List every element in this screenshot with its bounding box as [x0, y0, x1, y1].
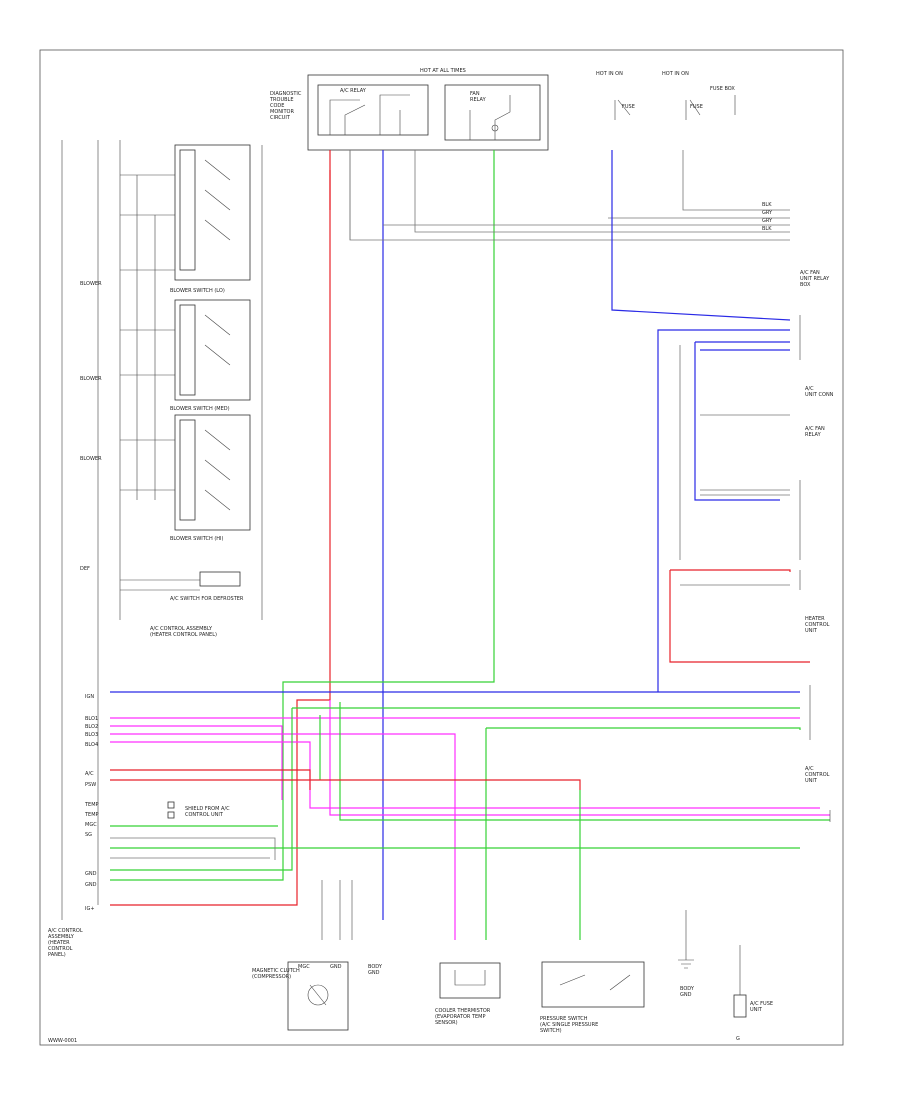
- svg-text:A/C FUSE: A/C FUSE: [750, 1001, 773, 1007]
- svg-text:CONTROL: CONTROL: [48, 946, 73, 952]
- svg-text:PRESSURE SWITCH: PRESSURE SWITCH: [540, 1016, 588, 1022]
- diode-part: A/C FUSE UNIT G: [733, 945, 773, 1042]
- svg-text:FAN: FAN: [470, 91, 480, 97]
- svg-text:A/C FAN: A/C FAN: [800, 270, 820, 276]
- svg-text:SWITCH): SWITCH): [540, 1028, 562, 1034]
- svg-text:A/C SWITCH FOR DEFROSTER: A/C SWITCH FOR DEFROSTER: [170, 596, 244, 602]
- svg-text:TEMP: TEMP: [84, 812, 99, 818]
- right-labels: BLK GRY GRY BLK A/C FAN UNIT RELAY BOX A…: [762, 202, 834, 784]
- svg-text:DIAGNOSTIC: DIAGNOSTIC: [270, 91, 302, 97]
- evap-temp-sensor: COOLER THERMISTOR (EVAPORATOR TEMP SENSO…: [435, 962, 501, 1026]
- svg-text:SHIELD FROM A/C: SHIELD FROM A/C: [185, 806, 230, 812]
- svg-text:FUSE BOX: FUSE BOX: [710, 86, 735, 92]
- wire-green-fan: [110, 150, 495, 881]
- svg-text:A/C: A/C: [805, 766, 814, 772]
- svg-text:BLOWER: BLOWER: [80, 456, 102, 462]
- svg-text:BODY: BODY: [368, 964, 383, 970]
- svg-text:CONTROL UNIT: CONTROL UNIT: [185, 812, 224, 818]
- svg-text:BLO1: BLO1: [85, 716, 98, 722]
- svg-text:UNIT: UNIT: [805, 778, 818, 784]
- svg-text:A/C: A/C: [805, 386, 814, 392]
- svg-text:BLK: BLK: [762, 226, 772, 232]
- svg-text:BLOWER: BLOWER: [80, 376, 102, 382]
- svg-text:A/C CONTROL: A/C CONTROL: [48, 928, 83, 934]
- svg-text:BLOWER SWITCH (HI): BLOWER SWITCH (HI): [170, 536, 224, 542]
- svg-text:BOX: BOX: [800, 282, 811, 288]
- svg-text:G: G: [736, 1036, 740, 1042]
- svg-text:(EVAPORATOR TEMP: (EVAPORATOR TEMP: [435, 1014, 485, 1020]
- svg-text:GND: GND: [85, 871, 97, 877]
- svg-text:IGN: IGN: [85, 694, 94, 700]
- svg-text:PSW: PSW: [85, 782, 96, 788]
- svg-text:(HEATER CONTROL PANEL): (HEATER CONTROL PANEL): [150, 632, 217, 638]
- wire-magenta: [110, 717, 820, 940]
- svg-text:HEATER: HEATER: [805, 616, 825, 622]
- svg-text:MONITOR: MONITOR: [270, 109, 294, 115]
- svg-text:IG+: IG+: [85, 906, 95, 912]
- svg-text:HOT AT ALL TIMES: HOT AT ALL TIMES: [420, 68, 466, 74]
- svg-text:GND: GND: [680, 992, 692, 998]
- svg-text:TROUBLE: TROUBLE: [269, 97, 294, 103]
- svg-text:TEMP: TEMP: [84, 802, 99, 808]
- svg-text:HOT IN ON: HOT IN ON: [596, 71, 623, 77]
- svg-text:GND: GND: [330, 964, 342, 970]
- svg-text:BLO3: BLO3: [85, 732, 98, 738]
- svg-text:GND: GND: [368, 970, 380, 976]
- svg-text:CODE: CODE: [270, 103, 284, 109]
- svg-text:UNIT: UNIT: [750, 1007, 763, 1013]
- svg-text:(COMPRESSOR): (COMPRESSOR): [252, 974, 291, 980]
- svg-text:CONTROL: CONTROL: [805, 772, 830, 778]
- ground-point: BODY GND: [678, 910, 695, 998]
- pressure-switch: PRESSURE SWITCH (A/C SINGLE PRESSURE SWI…: [540, 961, 645, 1034]
- svg-text:BLOWER SWITCH (LO): BLOWER SWITCH (LO): [170, 288, 225, 294]
- svg-text:COOLER THERMISTOR: COOLER THERMISTOR: [435, 1008, 491, 1014]
- diagram-frame: [39, 49, 844, 1046]
- svg-text:MGC: MGC: [298, 964, 310, 970]
- svg-text:HOT IN ON: HOT IN ON: [662, 71, 689, 77]
- magnetic-clutch: MAGNETIC CLUTCH (COMPRESSOR) MGC GND BOD…: [252, 961, 383, 1031]
- top-right-labels: HOT IN ON HOT IN ON FUSE BOX FUSE FUSE: [596, 71, 735, 120]
- left-pin-labels: IGN BLO1 BLO2 BLO3 BLO4 A/C PSW TEMP TEM…: [48, 694, 230, 958]
- svg-text:BODY: BODY: [680, 986, 695, 992]
- svg-text:UNIT RELAY: UNIT RELAY: [800, 276, 830, 282]
- svg-text:CIRCUIT: CIRCUIT: [270, 115, 291, 121]
- svg-text:RELAY: RELAY: [470, 97, 487, 103]
- svg-text:GRY: GRY: [762, 218, 773, 224]
- svg-text:A/C RELAY: A/C RELAY: [340, 88, 367, 94]
- svg-text:A/C FAN: A/C FAN: [805, 426, 825, 432]
- ac-control-assembly: BLOWER SWITCH (LO) BLOWER SWITCH (MED) B…: [61, 140, 263, 920]
- svg-text:SG: SG: [85, 832, 92, 838]
- relay-block: DIAGNOSTIC TROUBLE CODE MONITOR CIRCUIT …: [269, 68, 549, 151]
- svg-text:FUSE: FUSE: [622, 104, 635, 110]
- svg-text:FUSE: FUSE: [690, 104, 703, 110]
- svg-text:(HEATER: (HEATER: [48, 940, 70, 946]
- svg-text:SENSOR): SENSOR): [435, 1020, 458, 1026]
- svg-text:RELAY: RELAY: [805, 432, 822, 438]
- svg-text:DEF: DEF: [80, 566, 90, 572]
- svg-text:ASSEMBLY: ASSEMBLY: [48, 934, 75, 940]
- svg-text:BLO2: BLO2: [85, 724, 98, 730]
- footer-code: WWW-0001: [48, 1038, 77, 1044]
- svg-text:CONTROL: CONTROL: [805, 622, 830, 628]
- svg-text:BLK: BLK: [762, 202, 772, 208]
- svg-text:BLOWER: BLOWER: [80, 281, 102, 287]
- svg-text:A/C: A/C: [85, 771, 94, 777]
- wire-red-clutch: [110, 150, 331, 906]
- svg-text:BLO4: BLO4: [85, 742, 98, 748]
- svg-text:UNIT CONN: UNIT CONN: [805, 392, 834, 398]
- svg-text:(A/C SINGLE PRESSURE: (A/C SINGLE PRESSURE: [540, 1022, 598, 1028]
- svg-text:MGC: MGC: [85, 822, 97, 828]
- svg-text:PANEL): PANEL): [48, 952, 66, 958]
- svg-text:GRY: GRY: [762, 210, 773, 216]
- svg-text:GND: GND: [85, 882, 97, 888]
- svg-text:UNIT: UNIT: [805, 628, 818, 634]
- svg-text:A/C CONTROL ASSEMBLY: A/C CONTROL ASSEMBLY: [150, 626, 213, 632]
- svg-text:BLOWER SWITCH (MED): BLOWER SWITCH (MED): [170, 406, 230, 412]
- svg-text:MAGNETIC CLUTCH: MAGNETIC CLUTCH: [252, 968, 300, 974]
